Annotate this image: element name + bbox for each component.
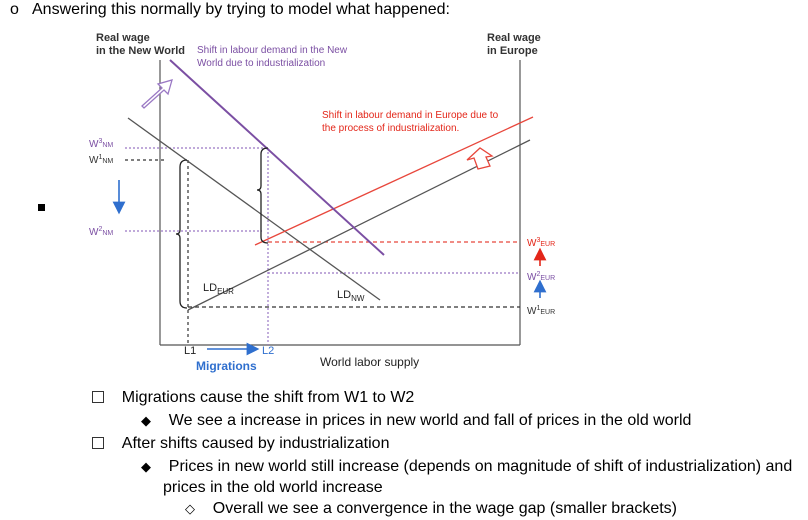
shift-eu-label-line2: the process of industrialization. — [322, 123, 459, 134]
note-text: Migrations cause the shift from W1 to W2 — [121, 389, 415, 406]
nw-shift-arrow-icon — [141, 79, 173, 109]
note-text: prices in the old world increase — [163, 479, 383, 496]
hollow-diamond-icon: ◇ — [185, 501, 195, 516]
shift-nw-label-line1: Shift in labour demand in the New — [197, 45, 348, 56]
shift-eu-label-line1: Shift in labour demand in Europe due to — [322, 110, 499, 121]
l1-label: L1 — [184, 345, 196, 357]
note-item: ◆ Prices in new world still increase (de… — [141, 455, 792, 478]
world-labor-supply-label: World labor supply — [320, 355, 419, 369]
w3nm-label: W3NM — [89, 138, 113, 150]
ld-eur-line — [127, 117, 381, 301]
right-bracket — [256, 147, 269, 244]
note-item: ◇ Overall we see a convergence in the wa… — [185, 497, 677, 520]
filled-diamond-icon: ◆ — [141, 459, 151, 474]
world-labor-supply-line — [187, 139, 531, 311]
note-text: We see a increase in prices in new world… — [168, 412, 692, 429]
w1eur-label: W1EUR — [527, 305, 555, 317]
note-item: prices in the old world increase — [163, 476, 383, 499]
l2-label: L2 — [262, 345, 274, 357]
note-text: Prices in new world still increase (depe… — [168, 458, 793, 475]
labor-market-diagram: Real wage in the New World Real wage in … — [89, 32, 555, 373]
ld-eur-label: LDEUR — [203, 282, 234, 296]
note-item: Migrations cause the shift from W1 to W2 — [92, 386, 414, 409]
checkbox-square-icon — [92, 437, 104, 449]
heading-text: Answering this normally by trying to mod… — [32, 1, 450, 18]
shift-nw-label-line2: World due to industrialization — [197, 58, 325, 69]
left-axis-label-line2: in the New World — [96, 45, 185, 57]
heading: o Answering this normally by trying to mo… — [10, 1, 450, 19]
right-axis-label-line1: Real wage — [487, 32, 541, 44]
migrations-label: Migrations — [196, 359, 257, 373]
note-item: After shifts caused by industrialization — [92, 432, 389, 455]
note-text: After shifts caused by industrialization — [121, 435, 390, 452]
w3eur-label: W3EUR — [527, 237, 555, 249]
eu-shift-arrow-icon — [466, 147, 494, 170]
left-bracket — [175, 159, 188, 309]
note-item: ◆ We see a increase in prices in new wor… — [141, 409, 691, 432]
shifted-supply-line — [254, 116, 534, 246]
left-axis-label-line1: Real wage — [96, 32, 150, 44]
hollow-circle-bullet: o — [10, 1, 19, 18]
ld-nw-label: LDNW — [337, 289, 365, 303]
w2eur-label: W2EUR — [527, 271, 555, 283]
right-axis-label-line2: in Europe — [487, 45, 538, 57]
filled-diamond-icon: ◆ — [141, 413, 151, 428]
note-text: Overall we see a convergence in the wage… — [212, 500, 678, 517]
shifted-nw-demand-line — [169, 59, 385, 256]
w1nm-label: W1NM — [89, 154, 113, 166]
w2nm-label: W2NM — [89, 226, 113, 238]
square-bullet-icon — [38, 204, 45, 211]
checkbox-square-icon — [92, 391, 104, 403]
